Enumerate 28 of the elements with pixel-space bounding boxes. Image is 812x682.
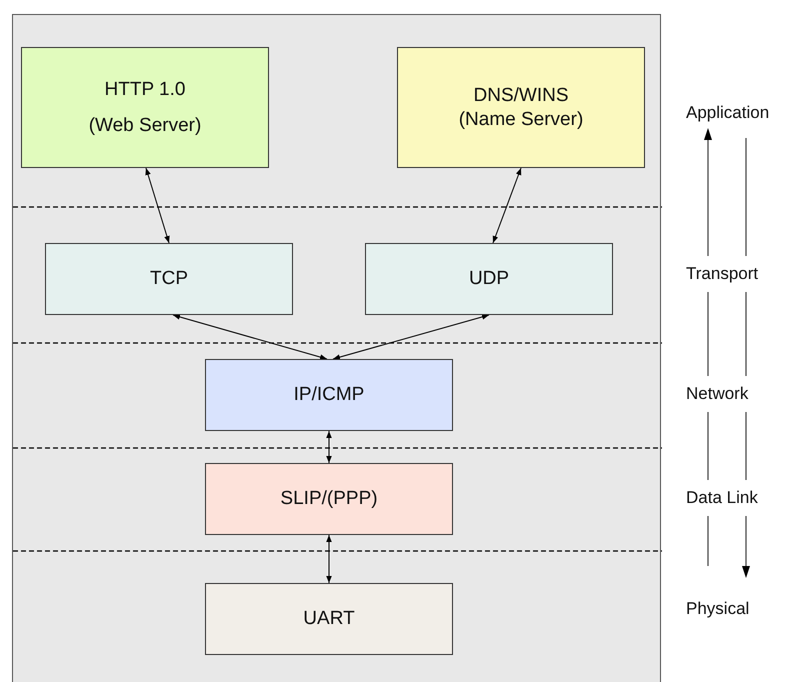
arrow: [145, 168, 170, 244]
protocol-box: [365, 243, 613, 315]
osi-layer-name: Application: [686, 103, 770, 123]
layer-label: (Web Server): [88, 114, 202, 138]
layer-label: (Name Server): [458, 108, 584, 132]
layer-label: UDP: [468, 267, 510, 291]
osi-layer-name: Network: [686, 384, 748, 404]
arrow: [172, 314, 328, 360]
protocol-box: [21, 47, 269, 168]
protocol-box: [205, 359, 453, 431]
protocol-box: [397, 47, 645, 168]
layer-label: DNS/WINS: [474, 84, 568, 108]
layer-label: TCP: [150, 267, 188, 291]
arrow: [326, 430, 332, 464]
layer-label: IP/ICMP: [294, 383, 364, 407]
arrow: [492, 168, 522, 244]
osi-layer-name: Physical: [686, 599, 750, 619]
arrow: [326, 534, 332, 584]
arrow: [332, 314, 490, 360]
protocol-box: [205, 583, 453, 655]
protocol-box: [205, 463, 453, 535]
osi-layer-name: Transport: [686, 264, 758, 284]
layer-label: UART: [303, 607, 355, 631]
protocol-box: [45, 243, 293, 315]
layer-label: HTTP 1.0: [104, 78, 186, 102]
stack-panel: [12, 14, 661, 682]
osi-layer-name: Data Link: [686, 488, 758, 508]
layer-label: SLIP/(PPP): [280, 487, 378, 511]
